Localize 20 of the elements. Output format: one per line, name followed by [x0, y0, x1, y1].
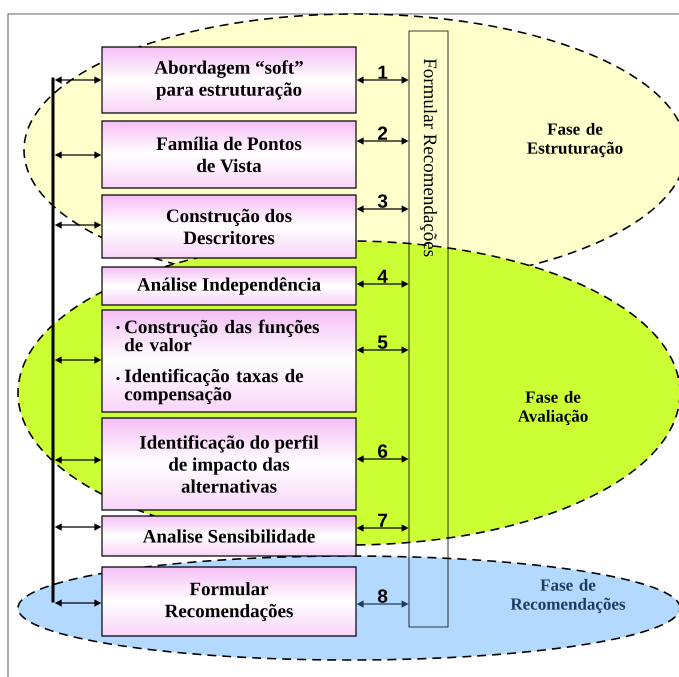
process-box: Abordagem “soft” para estruturação [101, 46, 357, 114]
phase-label: Fase de Avaliação [518, 390, 588, 426]
process-box: Analise Sensibilidade [101, 515, 357, 557]
process-box: Análise Independência [101, 266, 357, 306]
edge-label: 3 [378, 194, 388, 208]
edge-label: 5 [378, 336, 388, 349]
process-box: Família de Pontos de Vista [101, 120, 357, 189]
process-box: Construção das funções de valor Identificação taxas de compensação [101, 309, 357, 413]
edge-label: 8 [378, 589, 388, 603]
edge-label: 6 [378, 444, 388, 458]
process-box: Formular Recomendações [101, 566, 357, 637]
process-box: Construção dos Descritores [101, 194, 357, 259]
edge-label: 1 [378, 66, 388, 79]
phase-label: Fase de Estruturação [527, 122, 623, 158]
phase-label: Fase de Recomendações [510, 578, 626, 614]
edge-label: 7 [378, 514, 388, 527]
edge-label: 4 [378, 270, 388, 283]
edge-label: 2 [378, 126, 388, 140]
vertical-box: Formular Recomendações [408, 30, 448, 628]
process-box: Identificação do perfil de impacto das alternativas [101, 417, 357, 511]
